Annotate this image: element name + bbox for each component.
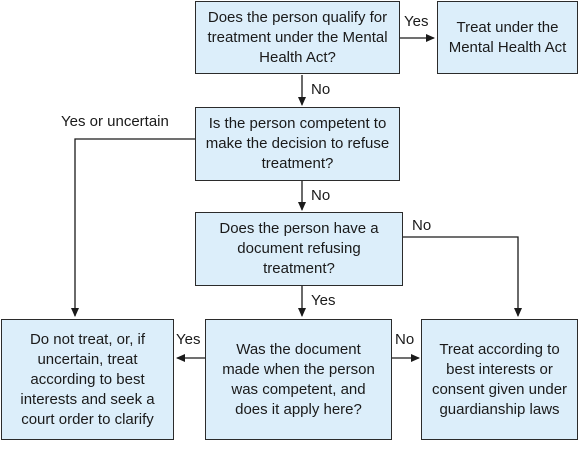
- node-competent: Is the person competent to make the deci…: [195, 107, 400, 181]
- label-no-competent: No: [311, 187, 331, 204]
- label-no-document: No: [412, 217, 432, 234]
- node-do-not-treat: Do not treat, or, if uncertain, treat ac…: [1, 319, 174, 440]
- node-treat-best-interests: Treat according to best interests or con…: [421, 319, 578, 440]
- node-treat-under-mha: Treat under the Mental Health Act: [437, 1, 578, 74]
- label-no-mha: No: [311, 81, 331, 98]
- node-treat-best-interests-text: Treat according to best interests or con…: [431, 340, 568, 418]
- node-qualify-mha: Does the person qualify for treatment un…: [195, 1, 400, 74]
- label-yes-mha: Yes: [404, 13, 429, 30]
- label-yes-doc-valid: Yes: [176, 331, 201, 348]
- node-competent-text: Is the person competent to make the deci…: [205, 115, 390, 172]
- label-yes-document: Yes: [311, 292, 336, 309]
- node-document-valid-text: Was the document made when the person wa…: [222, 340, 375, 418]
- node-has-document: Does the person have a document refusing…: [195, 212, 403, 286]
- label-yes-or-uncertain: Yes or uncertain: [61, 113, 169, 130]
- label-no-doc-valid: No: [395, 331, 415, 348]
- arrow-no-document: [403, 236, 522, 317]
- node-qualify-mha-text: Does the person qualify for treatment un…: [207, 8, 388, 66]
- node-has-document-text: Does the person have a document refusing…: [219, 220, 379, 277]
- arrow-yes-or-uncertain: [71, 138, 195, 317]
- node-do-not-treat-text: Do not treat, or, if uncertain, treat ac…: [20, 330, 155, 428]
- node-document-valid: Was the document made when the person wa…: [205, 319, 392, 440]
- node-treat-under-mha-text: Treat under the Mental Health Act: [448, 18, 567, 56]
